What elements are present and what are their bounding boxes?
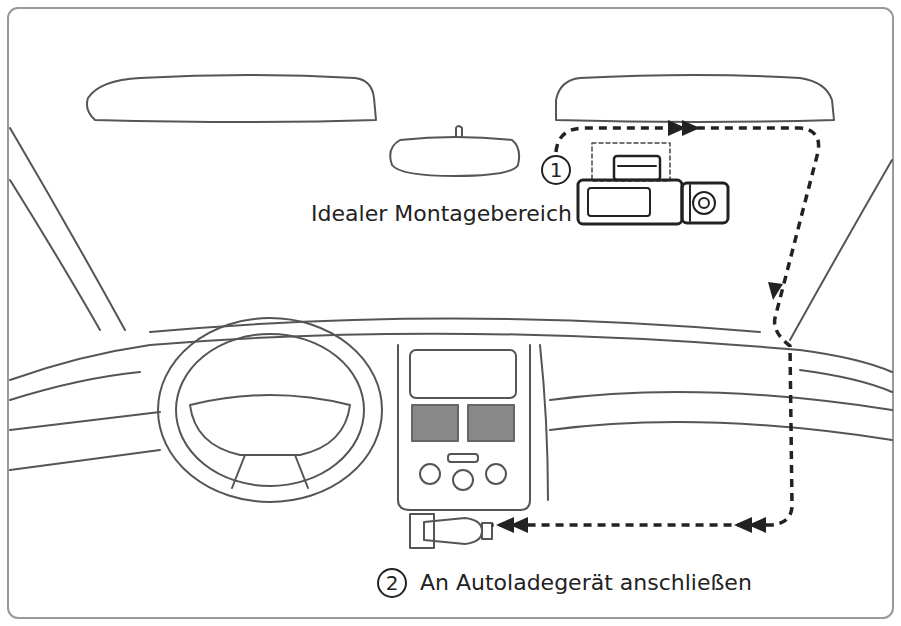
callout-number: 1 (550, 160, 563, 180)
rear-view-mirror (390, 137, 519, 176)
route-arrow-down (768, 282, 783, 300)
dashcam-lens-divider (689, 185, 691, 221)
steering-wheel-spokes (232, 455, 308, 488)
charger-socket (410, 514, 434, 548)
dashboard-glovebox-line-2 (550, 422, 892, 440)
right-a-pillar (790, 160, 892, 340)
mirror-mount (456, 126, 462, 137)
steering-wheel-hub (190, 395, 350, 455)
frame-border (8, 8, 893, 618)
dashcam-lens-housing (682, 183, 728, 223)
console-knob (453, 470, 473, 490)
mount-area-outline (592, 143, 670, 181)
steering-wheel-rim (158, 318, 382, 502)
air-vent-left (412, 405, 458, 441)
charger-plug (482, 523, 492, 539)
console-button (448, 454, 478, 462)
route-arrow-left (734, 517, 766, 533)
dashcam-lens (693, 192, 715, 214)
dashboard-line-right (800, 370, 892, 392)
instruction-label: Idealer Montagebereich (311, 201, 572, 227)
console-knob (420, 464, 440, 484)
right-sun-visor (556, 75, 834, 122)
callout-circle: 1 (541, 155, 571, 185)
instruction-label: An Autoladegerät anschließen (420, 570, 752, 596)
left-a-pillar (10, 128, 125, 330)
console-knob (486, 464, 506, 484)
dashcam-mount (614, 156, 660, 180)
dashboard-glovebox-line (550, 392, 892, 410)
dashboard-top (10, 334, 892, 380)
dashcam-body (578, 180, 682, 224)
air-vent-right (468, 405, 514, 441)
dashboard-line-left (10, 372, 140, 400)
dashcam-screen (588, 188, 650, 216)
center-screen (410, 350, 516, 398)
steering-wheel-inner (176, 334, 364, 486)
callout-number: 2 (386, 573, 399, 593)
door-line-left (10, 412, 160, 430)
cable-route (492, 128, 819, 525)
console-outline (398, 345, 530, 510)
route-arrow-right (668, 120, 700, 136)
door-line-left-2 (10, 450, 160, 470)
left-sun-visor (87, 75, 376, 122)
left-a-pillar-inner (10, 180, 100, 330)
dashcam-lens-inner (699, 198, 709, 208)
car-charger (424, 518, 482, 544)
route-arrow-left (496, 517, 528, 533)
dashcam-mount-ridge (618, 165, 656, 167)
console-side-line (540, 345, 548, 500)
callout-circle: 2 (377, 568, 407, 598)
